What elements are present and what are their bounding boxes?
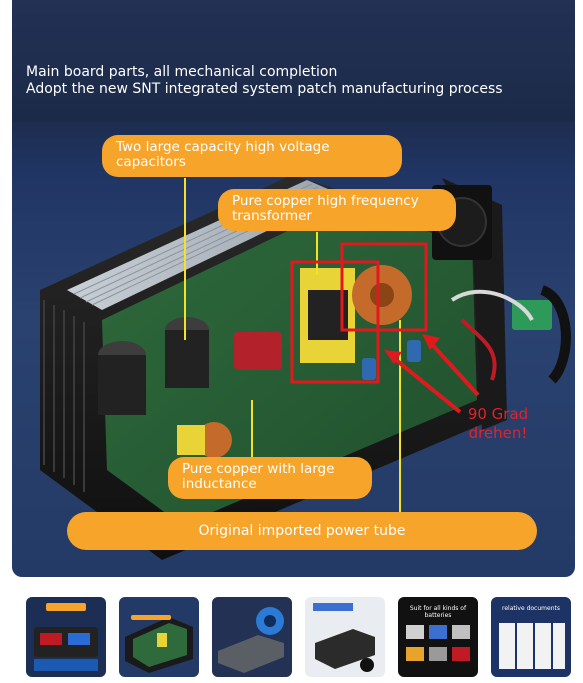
thumb-fan-charger[interactable]: [212, 597, 292, 677]
callout-inductance: Pure copper with large inductance: [168, 457, 372, 499]
thumb-charger-plug[interactable]: [305, 597, 385, 677]
thumb-charger-display-image: [34, 603, 98, 671]
rotate-note-line-2: drehen!: [468, 424, 528, 442]
thumb-main-board-image: [125, 615, 193, 673]
thumbnail-strip: Suit for all kinds of batteries relative…: [26, 597, 571, 677]
main-product-image[interactable]: Main board parts, all mechanical complet…: [12, 0, 575, 577]
callout-transformer: Pure copper high frequency transformer: [218, 189, 456, 231]
header-band: [12, 0, 575, 122]
thumb-documents-image: [499, 623, 565, 669]
rotate-note: 90 Grad drehen!: [458, 405, 538, 443]
callout-capacitors: Two large capacity high voltage capacito…: [102, 135, 402, 177]
thumb-charger-display[interactable]: [26, 597, 106, 677]
thumb-fan-charger-image: [218, 607, 284, 673]
thumb-battery-uses[interactable]: Suit for all kinds of batteries: [398, 597, 478, 677]
callout-power-tube: Original imported power tube: [67, 512, 537, 550]
thumb-battery-uses-image: [406, 625, 470, 661]
highlight-coil: [340, 242, 428, 332]
thumb-charger-plug-image: [313, 603, 375, 672]
thumb-documents-caption: relative documents: [502, 605, 560, 612]
header-line-2: Adopt the new SNT integrated system patc…: [26, 81, 503, 97]
thumb-documents[interactable]: relative documents: [491, 597, 571, 677]
thumb-battery-uses-caption: Suit for all kinds of batteries: [409, 605, 467, 619]
rotate-note-line-1: 90 Grad: [467, 405, 529, 423]
header-text: Main board parts, all mechanical complet…: [26, 64, 503, 98]
thumb-main-board[interactable]: [119, 597, 199, 677]
highlight-transformer: [290, 260, 380, 384]
header-line-1: Main board parts, all mechanical complet…: [26, 64, 338, 80]
